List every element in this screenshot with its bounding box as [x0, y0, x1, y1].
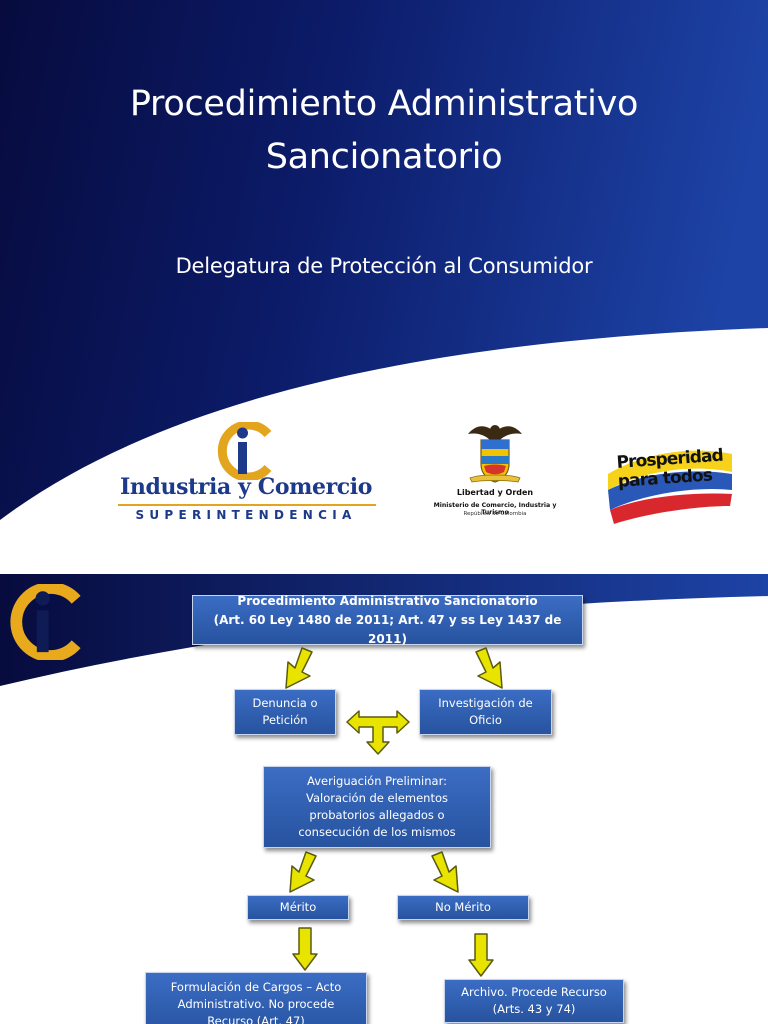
investigacion-line-1: Investigación de	[438, 696, 533, 710]
denuncia-line-2: Petición	[262, 713, 308, 727]
averiguacion-box: Averiguación Preliminar: Valoración de e…	[263, 766, 491, 848]
slide-title-line-1: Procedimiento Administrativo	[129, 84, 639, 124]
arrow-down-left-icon	[289, 851, 317, 893]
slide-background	[0, 0, 768, 558]
merge-arrow-icon	[346, 710, 410, 755]
averiguacion-line-2: Valoración de elementos	[305, 791, 448, 805]
sic-tagline: SUPERINTENDENCIA	[135, 508, 357, 522]
flow-header-box: Procedimiento Administrativo Sancionator…	[192, 593, 583, 646]
prosperidad-text: Prosperidad para todos	[616, 446, 733, 492]
arrow-down-icon	[468, 933, 494, 977]
prosperidad-logo: Prosperidad para todos	[604, 434, 734, 526]
title-slide: Procedimiento Administrativo Sancionator…	[0, 0, 768, 558]
slide-title-line-2: Sancionatorio	[265, 137, 503, 177]
merito-label: Mérito	[279, 900, 317, 914]
archivo-line-1: Archivo. Procede Recurso	[461, 985, 607, 999]
colombia-flag-swoosh-icon	[608, 450, 732, 524]
averiguacion-line-3: probatorios allegados o	[309, 808, 445, 822]
sic-divider	[118, 504, 376, 506]
ministerio-name: Ministerio de Comercio, Industria y Turi…	[433, 502, 557, 516]
sic-name: Industria y Comercio	[120, 474, 372, 500]
coat-of-arms-icon	[468, 425, 522, 483]
slide-subtitle: Delegatura de Protección al Consumidor	[175, 254, 593, 278]
arrow-down-right-icon	[475, 647, 503, 689]
no-merito-label: No Mérito	[435, 900, 491, 914]
denuncia-box: Denuncia o Petición	[234, 689, 336, 735]
averiguacion-line-1: Averiguación Preliminar:	[307, 774, 447, 788]
arrow-down-icon	[292, 927, 318, 971]
ministerio-country: República de Colombia	[463, 511, 527, 517]
merito-box: Mérito	[247, 895, 349, 920]
denuncia-line-1: Denuncia o	[252, 696, 318, 710]
archivo-box: Archivo. Procede Recurso (Arts. 43 y 74)	[444, 979, 624, 1023]
sic-ic-emblem-icon	[217, 422, 272, 480]
flow-header-line-2: (Art. 60 Ley 1480 de 2011; Art. 47 y ss …	[213, 612, 562, 646]
formulacion-box: Formulación de Cargos – Acto Administrat…	[145, 972, 367, 1024]
formulacion-line-3: Recurso (Art. 47)	[207, 1014, 305, 1024]
investigacion-box: Investigación de Oficio	[419, 689, 552, 735]
formulacion-line-1: Formulación de Cargos – Acto	[170, 980, 342, 994]
arrow-down-left-icon	[285, 647, 313, 689]
flow-header-line-1: Procedimiento Administrativo Sancionator…	[237, 593, 538, 608]
ministerio-logo: Libertad y Orden Ministerio de Comercio,…	[428, 420, 562, 525]
archivo-line-2: (Arts. 43 y 74)	[492, 1002, 576, 1016]
sic-ic-emblem-icon	[10, 584, 81, 660]
investigacion-line-2: Oficio	[469, 713, 502, 727]
slide-title: Procedimiento Administrativo Sancionator…	[0, 78, 768, 184]
ministerio-motto: Libertad y Orden	[456, 488, 534, 497]
sic-logo: Industria y Comercio SUPERINTENDENCIA	[112, 418, 380, 528]
arrow-down-right-icon	[431, 851, 459, 893]
flowchart-slide: Procedimiento Administrativo Sancionator…	[0, 574, 768, 1024]
no-merito-box: No Mérito	[397, 895, 529, 920]
formulacion-line-2: Administrativo. No procede	[177, 997, 335, 1011]
averiguacion-line-4: consecución de los mismos	[298, 825, 456, 839]
